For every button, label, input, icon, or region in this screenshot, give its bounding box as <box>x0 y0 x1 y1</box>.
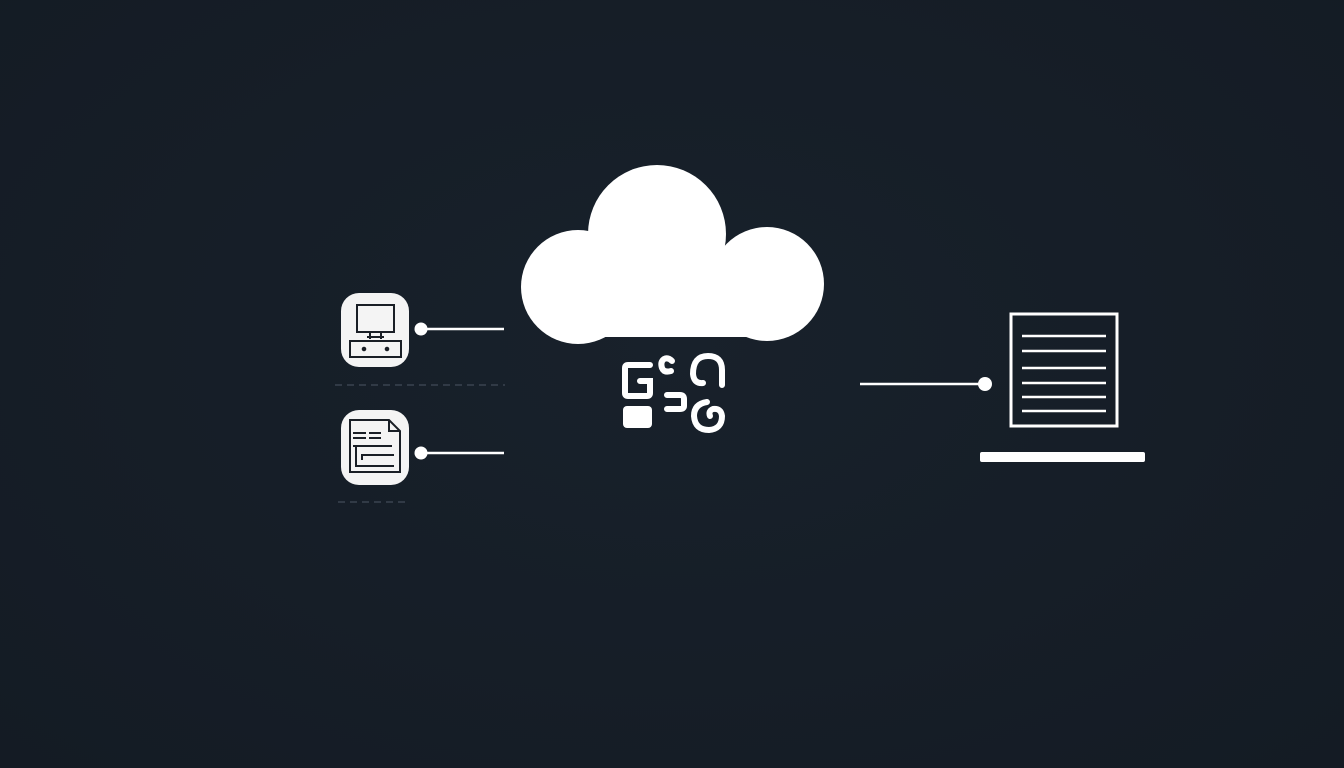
connector-document <box>414 446 504 460</box>
base-bar <box>980 452 1145 462</box>
desktop-computer-node <box>341 293 409 367</box>
abstract-glyphs-icon <box>622 352 726 434</box>
cloud-icon <box>521 165 824 344</box>
text-document-icon <box>1009 312 1119 428</box>
document-file-node <box>341 410 409 485</box>
desktop-computer-icon <box>349 304 402 358</box>
connector-output <box>860 377 992 391</box>
connector-desktop <box>414 322 504 336</box>
document-file-icon <box>349 419 401 473</box>
